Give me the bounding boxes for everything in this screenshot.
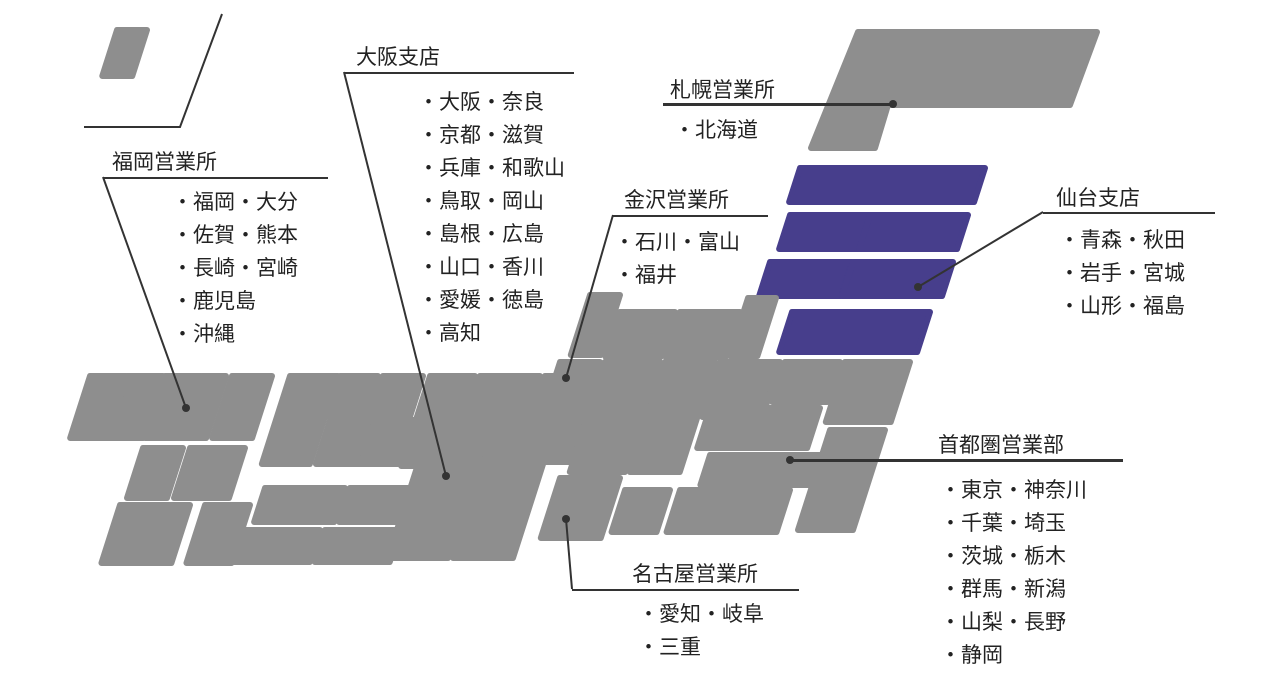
tile-chugoku-a xyxy=(258,373,341,467)
leader-kanazawa xyxy=(565,214,614,379)
tile-hokuriku-c xyxy=(662,309,743,360)
area-item: 福岡・大分 xyxy=(172,186,298,219)
tile-kii-b xyxy=(450,455,548,561)
area-item: 福井 xyxy=(614,259,740,292)
tile-shikoku-a xyxy=(251,485,348,525)
area-item: 山口・香川 xyxy=(418,251,565,284)
leader-osaka-dot xyxy=(442,472,450,480)
area-list: 東京・神奈川 千葉・埼玉 茨城・栃木 群馬・新潟 山梨・長野 静岡 xyxy=(940,474,1087,672)
area-item: 山形・福島 xyxy=(1059,290,1185,323)
area-item: 京都・滋賀 xyxy=(418,119,565,152)
tile-chugoku-d xyxy=(367,373,426,419)
office-title: 仙台支店 xyxy=(1056,186,1140,210)
tile-kanto-b xyxy=(822,359,913,425)
area-item: 静岡 xyxy=(940,639,1087,672)
area-list: 石川・富山 福井 xyxy=(614,226,740,292)
leader-osaka xyxy=(343,71,447,477)
tile-niigata xyxy=(726,295,779,359)
tile-kagoshima xyxy=(98,502,193,566)
tile-tokai-a xyxy=(608,487,673,535)
area-item: 愛媛・徳島 xyxy=(418,284,565,317)
tile-hokuriku-a xyxy=(567,292,623,358)
office-title: 金沢営業所 xyxy=(624,188,729,212)
tile-okinawa xyxy=(99,27,150,79)
title-underline xyxy=(103,177,328,179)
tile-kinki-b xyxy=(464,373,543,419)
tile-hokkaido xyxy=(808,29,1100,151)
area-item: 東京・神奈川 xyxy=(940,474,1087,507)
tile-miyagi xyxy=(839,259,956,299)
area-item: 鹿児島 xyxy=(172,285,298,318)
tile-kyushu-g xyxy=(171,445,248,501)
area-list: 愛知・岐阜 三重 xyxy=(638,598,764,664)
office-title: 札幌営業所 xyxy=(670,78,775,102)
tile-kyushu-f xyxy=(124,445,186,501)
area-item: 兵庫・和歌山 xyxy=(418,152,565,185)
area-item: 石川・富山 xyxy=(614,226,740,259)
title-underline xyxy=(344,72,574,74)
tile-kyushu-d xyxy=(179,373,229,441)
tile-kanto-c xyxy=(694,405,823,451)
title-underline xyxy=(613,215,768,217)
area-item: 鳥取・岡山 xyxy=(418,185,565,218)
leader-sendai xyxy=(917,211,1044,288)
office-title: 首都圏営業部 xyxy=(938,433,1064,457)
tile-hokuriku-b xyxy=(602,309,678,360)
area-list: 青森・秋田 岩手・宮城 山形・福島 xyxy=(1059,224,1185,323)
office-title: 福岡営業所 xyxy=(112,150,217,174)
prefecture-tiles xyxy=(67,13,1100,566)
area-item: 北海道 xyxy=(674,114,758,147)
area-item: 三重 xyxy=(638,631,764,664)
area-item: 茨城・栃木 xyxy=(940,540,1087,573)
area-item: 沖縄 xyxy=(172,318,298,351)
office-title: 名古屋営業所 xyxy=(632,562,758,586)
tile-shizuoka xyxy=(663,487,793,535)
tile-iwate xyxy=(856,212,971,252)
area-item: 山梨・長野 xyxy=(940,606,1087,639)
leader-fukuoka-dot xyxy=(182,404,190,412)
area-item: 青森・秋田 xyxy=(1059,224,1185,257)
title-underline xyxy=(572,589,799,591)
tile-chubu-b xyxy=(566,359,663,475)
tile-aomori xyxy=(786,165,988,205)
tile-kii-a xyxy=(385,455,483,561)
tile-yamagata xyxy=(756,259,855,299)
leader-sendai-dot xyxy=(914,283,922,291)
tile-chubu-a xyxy=(541,359,603,413)
area-item: 群馬・新潟 xyxy=(940,573,1087,606)
tile-fukushima xyxy=(776,309,933,355)
area-item: 岩手・宮城 xyxy=(1059,257,1185,290)
title-underline xyxy=(790,460,1123,462)
office-title: 大阪支店 xyxy=(356,45,440,69)
tile-chiba xyxy=(795,427,888,533)
area-list: 大阪・奈良 京都・滋賀 兵庫・和歌山 鳥取・岡山 島根・広島 山口・香川 愛媛・… xyxy=(418,86,565,350)
area-item: 長崎・宮崎 xyxy=(172,252,298,285)
tile-kanto-a xyxy=(769,359,843,405)
tile-aichi xyxy=(537,475,623,541)
leader-kanazawa-dot xyxy=(562,374,570,382)
area-list: 北海道 xyxy=(674,114,758,147)
leader-nagoya-dot xyxy=(562,515,570,523)
area-item: 千葉・埼玉 xyxy=(940,507,1087,540)
area-item: 愛知・岐阜 xyxy=(638,598,764,631)
area-item: 佐賀・熊本 xyxy=(172,219,298,252)
area-item: 高知 xyxy=(418,317,565,350)
tile-kyushu-e xyxy=(209,373,275,441)
title-underline xyxy=(1043,212,1215,214)
leader-sapporo-dot xyxy=(889,100,897,108)
leader-fukuoka xyxy=(102,176,187,409)
tile-shikoku-d xyxy=(311,527,403,565)
leader-nagoya xyxy=(565,518,573,590)
tile-chugoku-b xyxy=(324,373,381,419)
area-item: 大阪・奈良 xyxy=(418,86,565,119)
tile-shikoku-b xyxy=(226,527,323,565)
title-underline xyxy=(663,104,893,106)
area-list: 福岡・大分 佐賀・熊本 長崎・宮崎 鹿児島 沖縄 xyxy=(172,186,298,351)
tile-chubu-c xyxy=(626,359,718,475)
area-item: 島根・広島 xyxy=(418,218,565,251)
okinawa-inset-frame xyxy=(84,13,223,128)
